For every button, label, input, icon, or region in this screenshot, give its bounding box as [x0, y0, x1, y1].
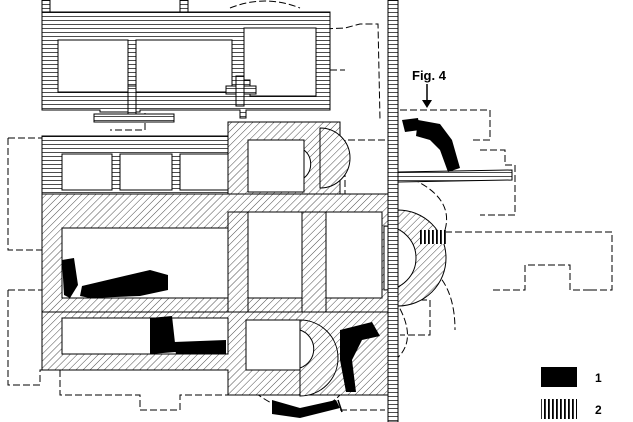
solid-remains — [62, 118, 460, 418]
legend: 1 2 — [541, 367, 602, 419]
hatched-remains — [420, 230, 446, 244]
legend-item-1: 1 — [541, 367, 602, 387]
main-block-openings — [227, 211, 327, 313]
legend-item-2: 2 — [541, 399, 602, 419]
north-block-rooms — [57, 27, 317, 191]
road-strip — [387, 0, 399, 422]
legend-swatch-solid — [541, 367, 577, 387]
fig-arrow — [422, 84, 432, 108]
survey-tick — [337, 399, 343, 413]
north-block-ties — [93, 75, 257, 123]
legend-swatch-hatch — [541, 399, 577, 419]
legend-label-2: 2 — [595, 403, 602, 417]
legend-label-1: 1 — [595, 371, 602, 385]
road-branch — [397, 169, 513, 183]
figure-reference: Fig. 4 — [412, 68, 447, 83]
main-block-rooms — [61, 139, 417, 371]
